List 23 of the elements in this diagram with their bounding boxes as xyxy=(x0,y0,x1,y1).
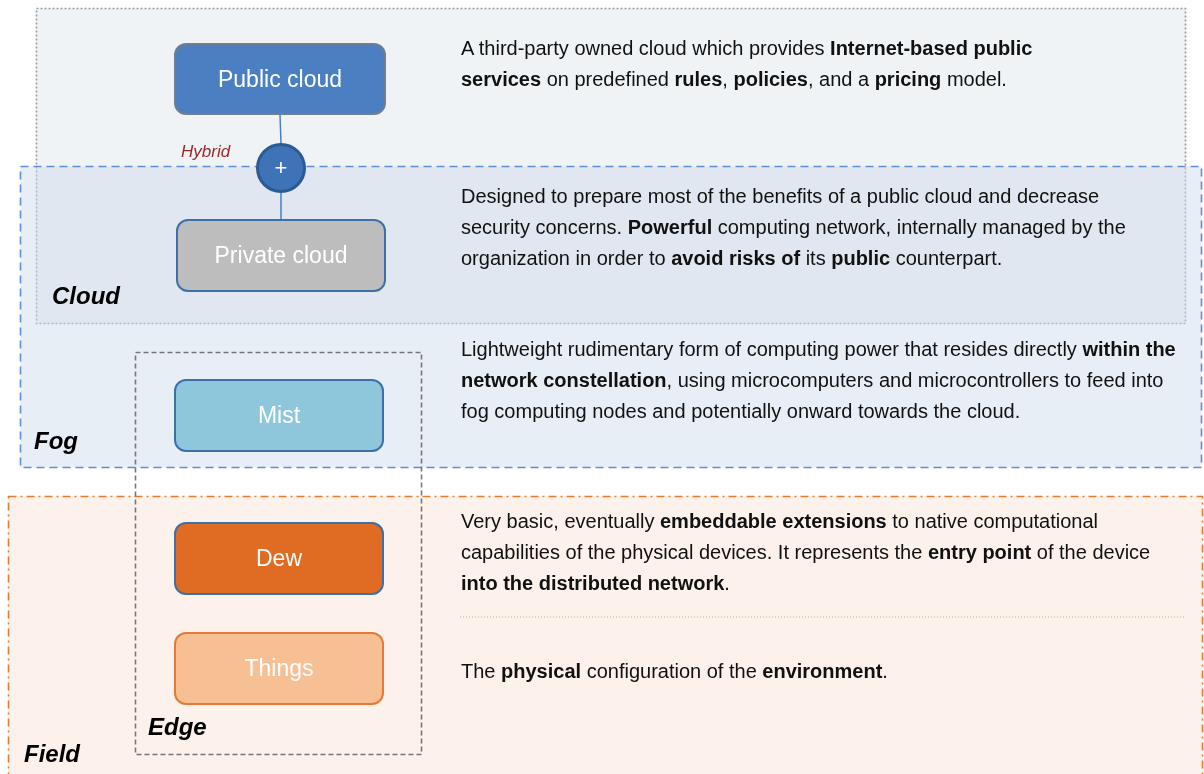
layer-box xyxy=(174,379,384,452)
layer-box xyxy=(174,43,386,115)
connector-line xyxy=(279,114,282,144)
description-text: A third-party owned cloud which provides Internet-based public services on predefined rules, policies, and a pricing model. xyxy=(461,36,1034,92)
region-label: Field xyxy=(24,740,80,768)
box-label: Things xyxy=(244,655,314,682)
box-label: Dew xyxy=(256,545,302,572)
hybrid-label: Hybrid xyxy=(181,142,231,162)
box-label: Private cloud xyxy=(214,242,348,269)
description-text: The physical configuration of the environment. xyxy=(461,659,889,684)
box-label: Public cloud xyxy=(218,65,342,93)
layer-box xyxy=(176,219,386,292)
connector-line xyxy=(280,192,282,220)
box-label: Mist xyxy=(257,402,301,429)
layer-box xyxy=(174,632,384,705)
layer-box xyxy=(174,522,384,595)
plus-sign: + xyxy=(274,157,288,179)
region-label: Fog xyxy=(34,427,78,455)
description-text: Lightweight rudimentary form of computing power that resides directly within the network constellation, using microcomputers and microcontrollers to feed into fog computing nodes and potentially onward towards the cloud. xyxy=(461,337,1176,424)
description-text: Very basic, eventually embeddable extensions to native computational capabilities of the physical devices. It represents the entry point of the device into the distributed network. xyxy=(461,509,1152,596)
description-text: Designed to prepare most of the benefits of a public cloud and decrease security concerns. Powerful computing network, internally managed by the organization in order to avoid risks of its public counterpart. xyxy=(461,184,1127,271)
region-label: Edge xyxy=(148,713,207,741)
region-label: Cloud xyxy=(52,282,120,310)
